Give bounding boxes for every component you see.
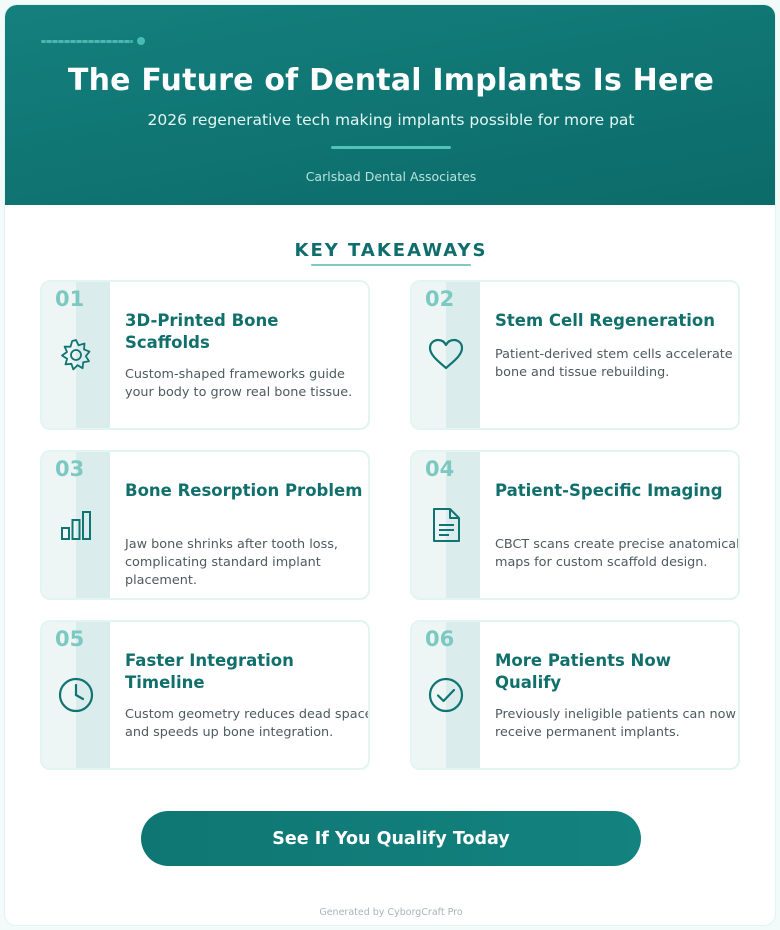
card-number: 04 (425, 457, 455, 481)
card-number: 01 (55, 287, 85, 311)
document-icon (428, 507, 464, 543)
card-description: Custom-shaped frameworks guide your body… (125, 367, 353, 400)
subtitle-divider (331, 146, 451, 149)
card-number: 06 (425, 627, 455, 651)
card-side-panel (42, 452, 110, 598)
bar-chart-icon (58, 507, 94, 543)
header-banner: The Future of Dental Implants Is Here 20… (5, 5, 775, 205)
check-circle-icon (428, 677, 464, 713)
card-number: 02 (425, 287, 455, 311)
takeaway-card-6: 06 More Patients Now Qualify Previously … (410, 620, 740, 770)
card-description: CBCT scans create precise anatomical map… (495, 537, 740, 570)
header-decoration-line (41, 40, 133, 43)
takeaway-card-4: 04 Patient-Specific Imaging CBCT scans c… (410, 450, 740, 600)
card-side-panel (42, 282, 110, 428)
organization-name: Carlsbad Dental Associates (305, 169, 477, 184)
clock-icon (58, 677, 94, 713)
page-title: The Future of Dental Implants Is Here (67, 63, 715, 98)
card-number: 03 (55, 457, 85, 481)
card-description: Patient-derived stem cells accelerate bo… (495, 347, 733, 380)
card-title: Patient-Specific Imaging (495, 481, 723, 500)
card-title: Bone Resorption Problem (125, 481, 363, 500)
section-underline (311, 264, 471, 266)
card-number: 05 (55, 627, 85, 651)
qualify-button[interactable]: See If You Qualify Today (141, 811, 641, 866)
takeaway-card-3: 03 Bone Resorption Problem Jaw bone shri… (40, 450, 370, 600)
card-title: More Patients Now Qualify (495, 651, 671, 692)
card-side-panel (412, 282, 480, 428)
card-description: Previously ineligible patients can now r… (495, 707, 736, 740)
heart-icon (428, 337, 464, 373)
card-description: Custom geometry reduces dead space and s… (125, 707, 370, 740)
gear-icon (58, 337, 94, 373)
card-title: Faster Integration Timeline (125, 651, 294, 692)
card-title: 3D-Printed Bone Scaffolds (125, 311, 279, 352)
section-title: KEY TAKEAWAYS (294, 240, 488, 261)
infographic-frame: The Future of Dental Implants Is Here 20… (4, 4, 776, 926)
card-description: Jaw bone shrinks after tooth loss, compl… (125, 537, 339, 588)
footer-credit: Generated by CyborgCraft Pro (319, 907, 463, 918)
takeaway-card-1: 01 3D-Printed Bone Scaffolds Custom-shap… (40, 280, 370, 430)
card-title: Stem Cell Regeneration (495, 311, 715, 330)
page-subtitle: 2026 regenerative tech making implants p… (147, 111, 635, 129)
takeaway-card-5: 05 Faster Integration Timeline Custom ge… (40, 620, 370, 770)
header-decoration-dot (137, 37, 145, 45)
takeaway-card-2: 02 Stem Cell Regeneration Patient-derive… (410, 280, 740, 430)
card-side-panel (412, 622, 480, 768)
